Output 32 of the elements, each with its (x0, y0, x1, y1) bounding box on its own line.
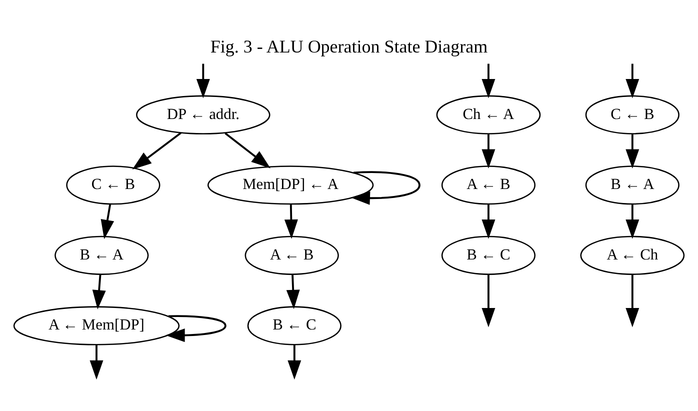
node-ellipse: Ch ← A (436, 95, 541, 134)
node-ellipse: B ← A (585, 166, 680, 205)
node-ellipse: A ← B (441, 166, 536, 205)
arrow (482, 274, 496, 328)
arrow (626, 134, 640, 169)
arrow (626, 64, 640, 98)
arrow (224, 132, 271, 168)
arrow (350, 171, 420, 205)
arrow (482, 204, 496, 239)
arrow (284, 204, 298, 239)
arrow (482, 64, 496, 98)
arrow (626, 274, 640, 328)
node-ellipse: A ← B (244, 236, 339, 275)
arrow (132, 132, 182, 170)
arrow (90, 345, 104, 380)
node-ellipse: A ← Mem[DP] (13, 306, 180, 346)
arrow (288, 345, 302, 380)
node-ellipse: C ← B (66, 166, 160, 205)
node-ellipse: A ← Ch (580, 236, 685, 275)
node-ellipse: B ← C (247, 306, 342, 346)
arrow (196, 64, 210, 98)
node-ellipse: B ← C (441, 236, 536, 275)
diagram-title: Fig. 3 - ALU Operation State Diagram (210, 36, 488, 57)
arrow (286, 274, 300, 310)
arrow (166, 315, 226, 342)
node-ellipse: B ← A (54, 236, 149, 275)
arrow (626, 204, 640, 239)
arrow (92, 274, 106, 310)
node-ellipse: C ← B (585, 95, 680, 134)
arrow (100, 204, 114, 240)
arrow (482, 134, 496, 169)
node-ellipse: DP ← addr. (136, 95, 270, 134)
